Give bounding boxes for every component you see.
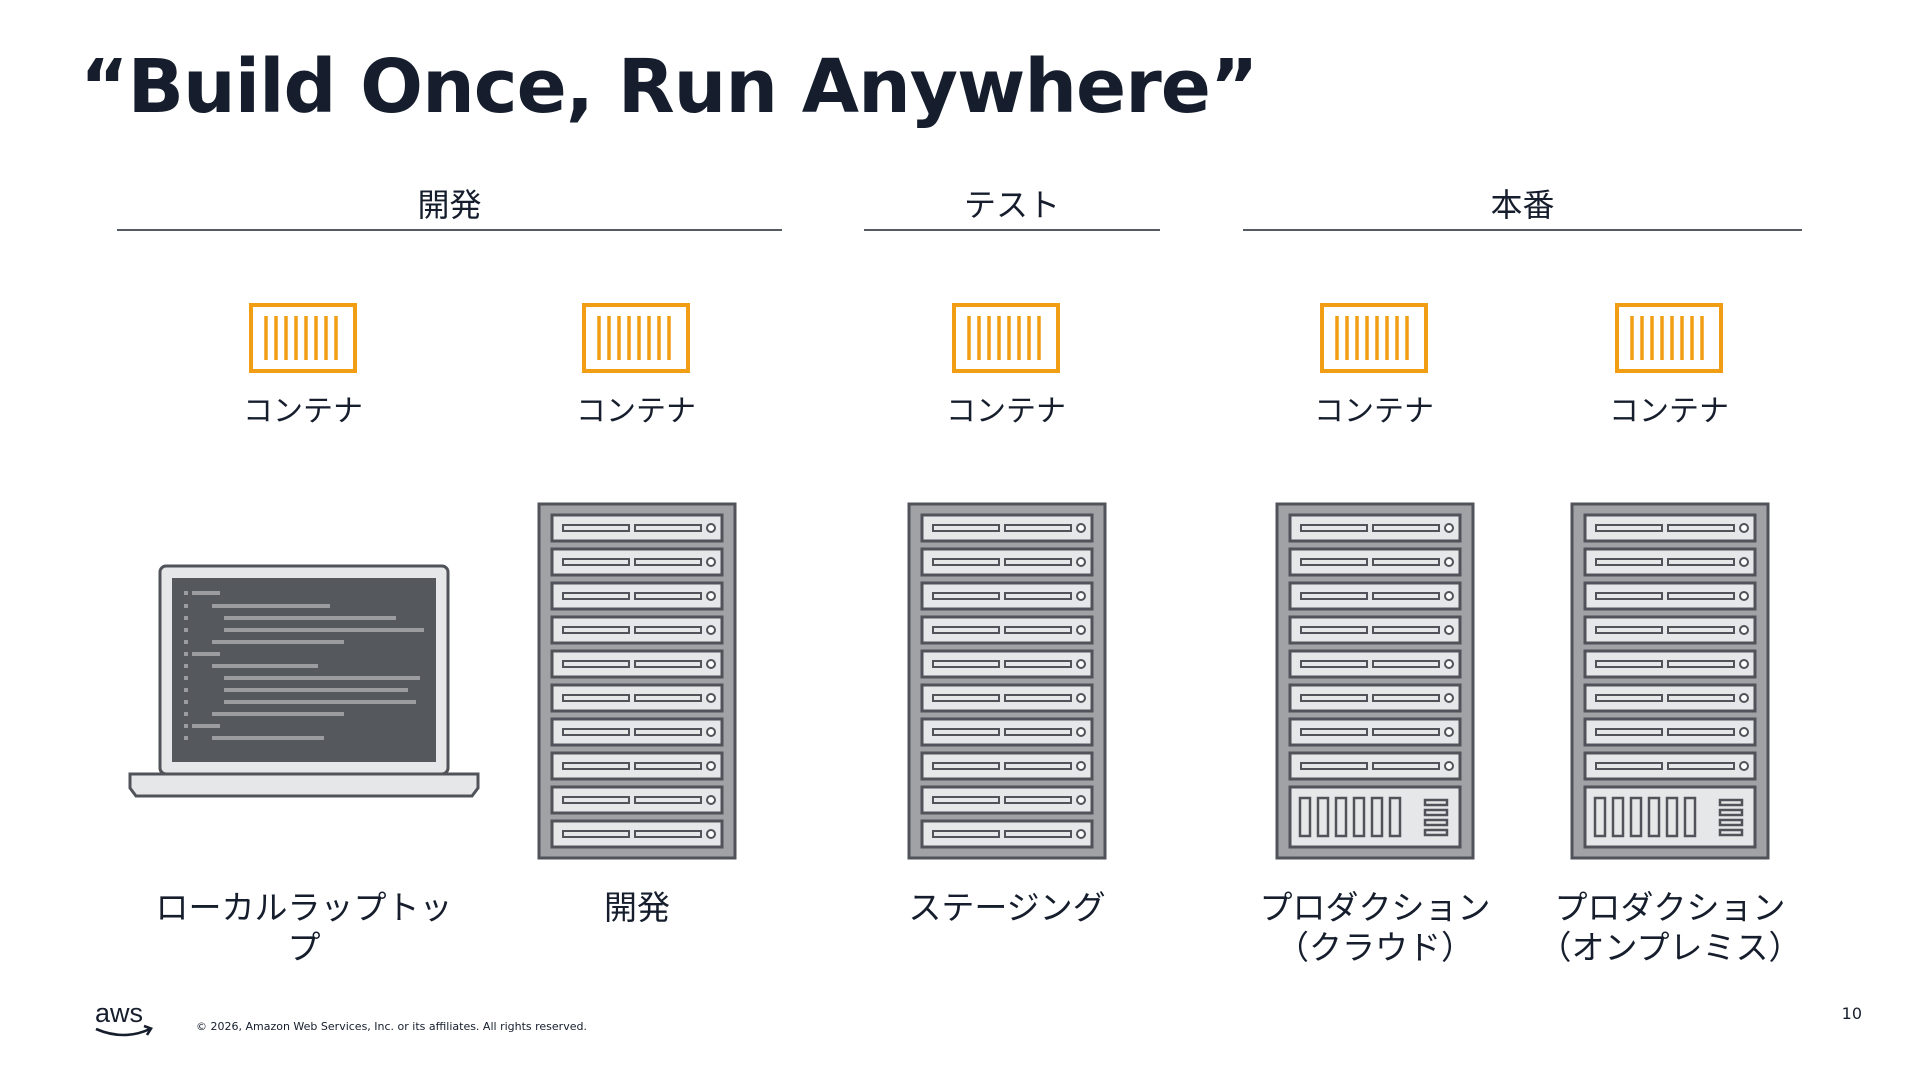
slide-title: “Build Once, Run Anywhere” [80, 44, 1258, 130]
device-label-laptop: ローカルラップトップ [144, 888, 464, 968]
section-header-test: テスト [864, 180, 1160, 226]
container-icon [582, 303, 690, 373]
section-divider-dev [117, 229, 782, 231]
device-label-dev: 開発 [477, 888, 797, 928]
section-divider-prod [1243, 229, 1802, 231]
section-header-prod: 本番 [1243, 180, 1802, 226]
section-divider-test [864, 229, 1160, 231]
container-icon [1320, 303, 1428, 373]
server-rack-storage-icon [1570, 502, 1770, 860]
container-label: コンテナ [1549, 386, 1789, 430]
container-icon [249, 303, 357, 373]
container-label: コンテナ [1254, 386, 1494, 430]
aws-logo-text: aws [95, 998, 143, 1028]
device-label-prod-cloud: プロダクション （クラウド） [1215, 888, 1535, 968]
device-label-staging: ステージング [847, 888, 1167, 928]
copyright-text: © 2026, Amazon Web Services, Inc. or its… [196, 1020, 587, 1033]
server-rack-storage-icon [1275, 502, 1475, 860]
container-label: コンテナ [886, 386, 1126, 430]
container-icon [1615, 303, 1723, 373]
laptop-icon [128, 564, 480, 800]
section-header-dev: 開発 [117, 180, 782, 226]
device-label-prod-onprem: プロダクション （オンプレミス） [1510, 888, 1830, 968]
container-icon [952, 303, 1060, 373]
server-rack-icon [537, 502, 737, 860]
page-number: 10 [1842, 1004, 1862, 1023]
container-label: コンテナ [183, 386, 423, 430]
server-rack-icon [907, 502, 1107, 860]
container-label: コンテナ [516, 386, 756, 430]
aws-logo: aws [92, 998, 156, 1040]
